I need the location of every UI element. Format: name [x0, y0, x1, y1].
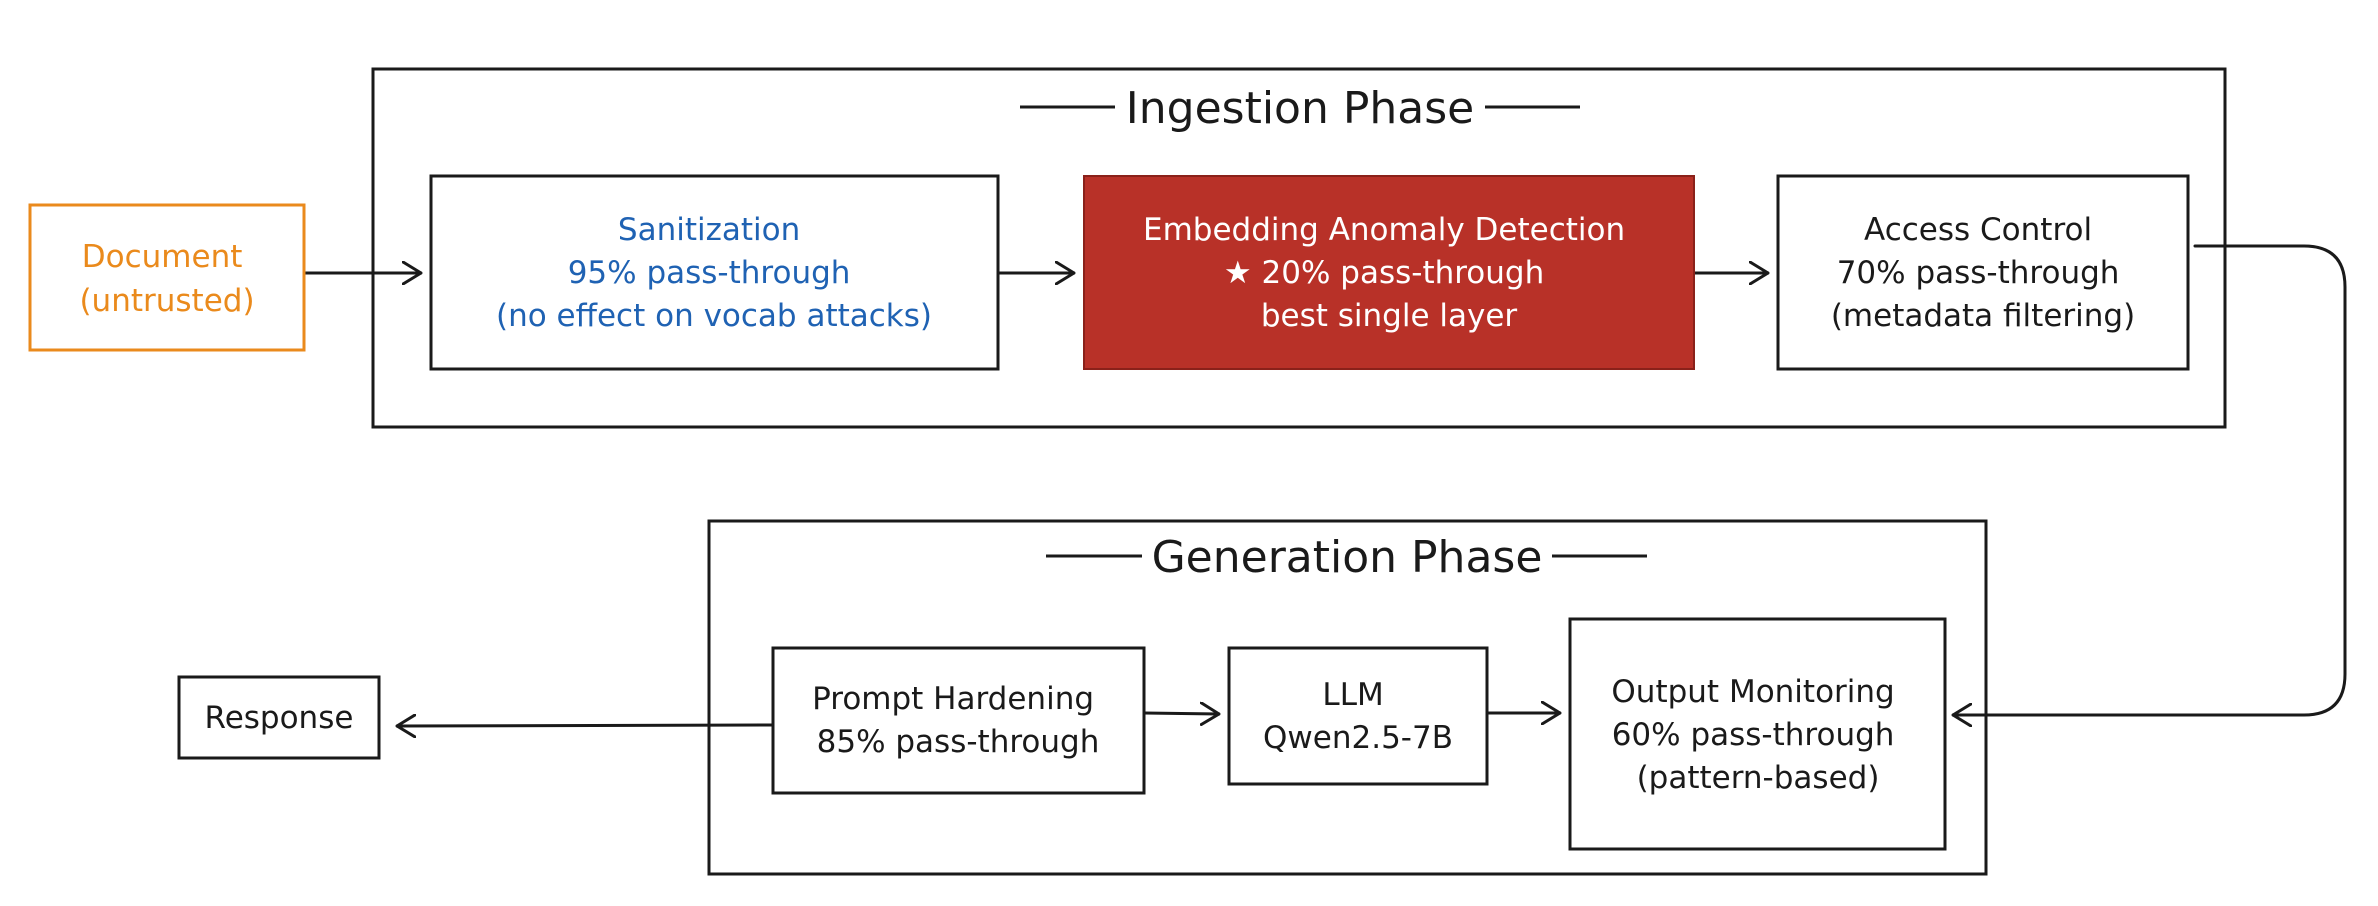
- embedding-label: Embedding Anomaly Detection: [1143, 212, 1625, 248]
- prompt-hardening-text: Prompt Hardening 85% pass-through: [812, 681, 1104, 760]
- access-control-box: [1776, 174, 2190, 371]
- node-output-monitoring: Output Monitoring 60% pass-through (patt…: [1568, 617, 1947, 851]
- node-access-control: Access Control 70% pass-through (metadat…: [1776, 174, 2190, 371]
- document-sublabel: (untrusted): [79, 283, 254, 319]
- output-monitoring-box: [1568, 617, 1947, 851]
- prompt-hardening-box: [771, 646, 1146, 795]
- node-response: Response: [177, 675, 381, 760]
- embedding-pass-rate: ★ 20% pass-through: [1224, 255, 1544, 291]
- document-text: Document (untrusted): [79, 239, 254, 319]
- embedding-box: [1083, 175, 1695, 370]
- llm-box: [1227, 646, 1489, 786]
- llm-text: LLM Qwen2.5-7B: [1263, 677, 1453, 756]
- generation-phase-title: Generation Phase: [1152, 532, 1543, 583]
- response-text: Response: [205, 700, 354, 736]
- sanitization-text: Sanitization 95% pass-through (no effect…: [496, 212, 932, 334]
- output-monitoring-note: (pattern-based): [1637, 760, 1880, 796]
- sanitization-note: (no effect on vocab attacks): [496, 298, 932, 334]
- output-monitoring-label: Output Monitoring: [1611, 674, 1894, 710]
- arrow-prompt-hardening-to-llm: [1142, 713, 1221, 714]
- arrow-access-control-to-output-monitoring: [1951, 244, 2347, 715]
- prompt-hardening-label: Prompt Hardening: [812, 681, 1094, 717]
- access-control-text: Access Control 70% pass-through (metadat…: [1831, 212, 2135, 334]
- generation-phase-frame: [707, 519, 1988, 876]
- llm-model-name: Qwen2.5-7B: [1263, 720, 1453, 756]
- prompt-hardening-pass-rate: 85% pass-through: [817, 724, 1100, 760]
- node-llm: LLM Qwen2.5-7B: [1227, 646, 1489, 786]
- sanitization-box: [429, 174, 1000, 371]
- access-control-pass-rate: 70% pass-through: [1837, 255, 2120, 291]
- output-monitoring-text: Output Monitoring 60% pass-through (patt…: [1611, 674, 1904, 796]
- arrow-prompt-hardening-to-response: [395, 725, 774, 726]
- embedding-note: best single layer: [1261, 298, 1518, 334]
- node-prompt-hardening: Prompt Hardening 85% pass-through: [771, 646, 1146, 795]
- ingestion-phase: Ingestion Phase: [371, 67, 2227, 429]
- node-sanitization: Sanitization 95% pass-through (no effect…: [429, 174, 1000, 371]
- llm-label: LLM: [1322, 677, 1383, 713]
- output-monitoring-pass-rate: 60% pass-through: [1612, 717, 1895, 753]
- node-document: Document (untrusted): [28, 203, 306, 352]
- node-embedding-anomaly-detection: Embedding Anomaly Detection ★ 20% pass-t…: [1083, 175, 1695, 370]
- access-control-note: (metadata filtering): [1831, 298, 2135, 334]
- response-box: [177, 675, 381, 760]
- embedding-text: Embedding Anomaly Detection ★ 20% pass-t…: [1143, 212, 1635, 334]
- response-label: Response: [205, 700, 354, 736]
- sanitization-label: Sanitization: [618, 212, 800, 248]
- ingestion-phase-frame: [371, 67, 2227, 429]
- connectors: [303, 244, 2347, 726]
- generation-phase: Generation Phase: [707, 519, 1988, 876]
- access-control-label: Access Control: [1864, 212, 2092, 248]
- sanitization-pass-rate: 95% pass-through: [568, 255, 851, 291]
- document-box: [28, 203, 306, 352]
- ingestion-phase-title: Ingestion Phase: [1126, 83, 1474, 134]
- document-label: Document: [82, 239, 243, 275]
